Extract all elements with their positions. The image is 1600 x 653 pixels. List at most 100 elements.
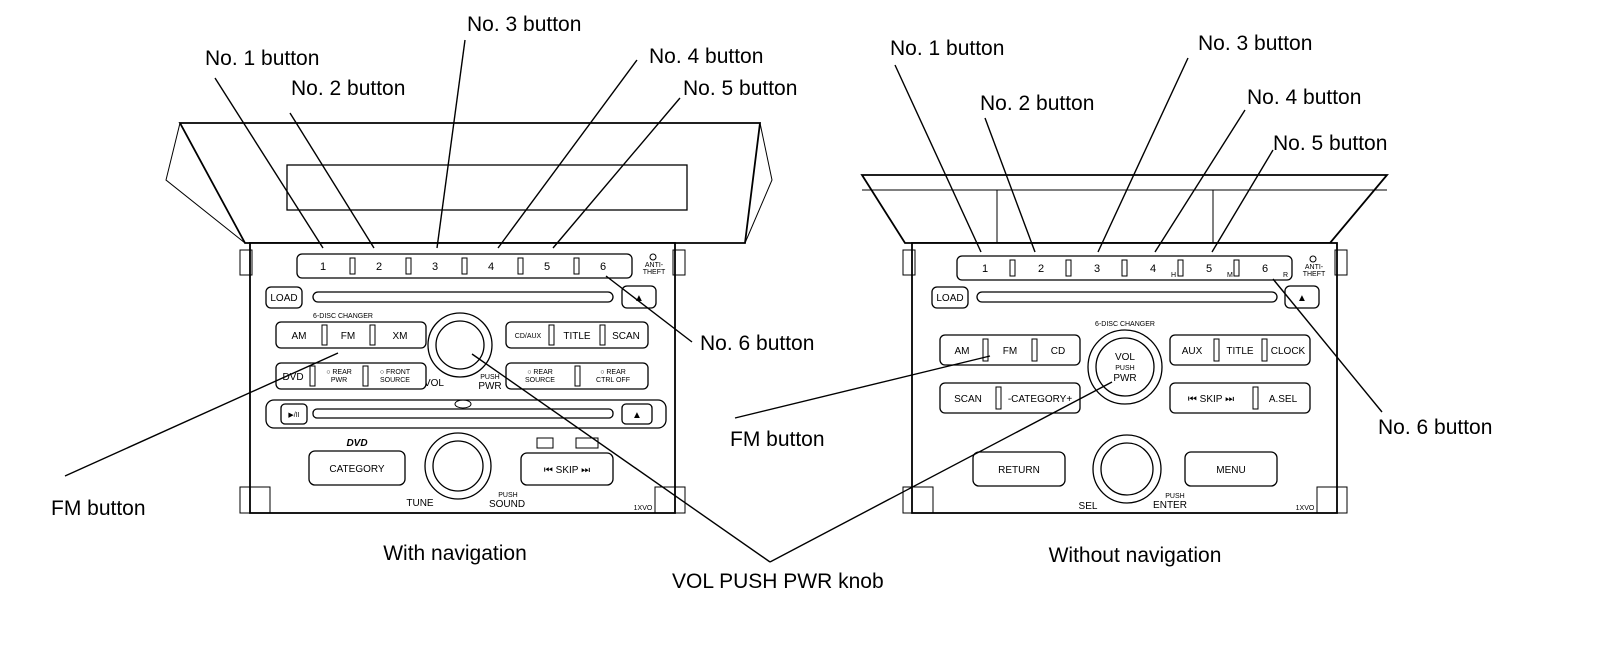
left-rear-source-button[interactable]: ○ REAR [527,369,553,376]
left-eject2-icon: ▲ [632,410,642,421]
left-disc-changer-label: 6-DISC CHANGER [313,313,373,320]
with-navigation-caption: With navigation [383,542,527,565]
left-xm-button[interactable]: XM [393,331,408,342]
right-push-label: PUSH [1115,365,1134,372]
left-am-fm-xm-group [275,321,427,349]
right-clock-button[interactable]: CLOCK [1271,346,1306,357]
left-dvd-button[interactable]: DVD [282,372,303,383]
right-preset-dividers [1009,259,1240,277]
right-am-button[interactable]: AM [955,346,970,357]
left-play-pause-button[interactable] [280,403,308,425]
left-no6-callout: No. 6 button [700,332,814,355]
left-preset-1[interactable]: 1 [320,261,326,273]
right-clip-l [902,249,916,276]
left-bezel-side-l [165,122,246,244]
vol-knob-callout: VOL PUSH PWR knob [672,570,884,593]
left-play-pause-icon: ▶/II [288,412,299,419]
left-cd-aux-button[interactable]: CD/AUX [515,333,542,340]
left-pwr-label: PWR [478,381,501,392]
right-asel-button[interactable]: A.SEL [1269,394,1298,405]
left-category-button[interactable] [308,450,406,486]
right-anti-theft-led [1309,255,1317,263]
left-fm-callout: FM button [51,497,146,520]
left-sound-label: SOUND [489,499,525,510]
right-disc-changer-label: 6-DISC CHANGER [1095,321,1155,328]
left-skip-button[interactable] [520,452,614,486]
right-skip-button[interactable]: ⏮ SKIP ⏭ [1188,394,1234,405]
right-preset-mark-m: M [1227,272,1233,279]
left-push-sound-label: PUSH [498,492,517,499]
right-title-button[interactable]: TITLE [1226,346,1254,357]
right-no5-callout: No. 5 button [1273,132,1387,155]
left-cd-title-scan-group [505,321,649,349]
left-preset-4[interactable]: 4 [488,261,494,273]
left-eject-icon: ▲ [634,293,644,304]
right-menu-label: MENU [1216,465,1245,476]
left-divider-a [321,324,328,346]
left-divider-e [309,365,316,387]
left-disc-slot [312,291,614,303]
right-eject-button[interactable] [1284,285,1320,309]
left-bezel-side-r [744,122,773,244]
right-preset-4[interactable]: 4 [1150,263,1156,275]
right-push-enter-label: PUSH [1165,493,1184,500]
left-no2-callout: No. 2 button [291,77,405,100]
right-am-fm-cd-group [939,334,1081,366]
right-disc-slot [976,291,1278,303]
left-load-button[interactable] [265,286,303,309]
left-rear-source-label-2: SOURCE [525,377,555,384]
left-tune-knob[interactable] [432,440,484,492]
right-return-label: RETURN [998,465,1040,476]
right-clip-r [1334,249,1348,276]
right-load-button[interactable] [931,286,969,309]
right-upper-bezel [860,174,1389,244]
right-fm-button[interactable]: FM [1003,346,1017,357]
right-cd-button[interactable]: CD [1051,346,1065,357]
right-no1-callout: No. 1 button [890,37,1004,60]
left-title-button[interactable]: TITLE [563,331,591,342]
right-menu-button[interactable] [1184,451,1278,487]
right-sel-knob[interactable] [1100,442,1154,496]
right-preset-1[interactable]: 1 [982,263,988,275]
right-sel-label: SEL [1079,501,1098,512]
left-fm-button[interactable]: FM [341,331,355,342]
left-preset-3[interactable]: 3 [432,261,438,273]
left-dvd-rear-group [275,362,427,390]
right-return-button[interactable] [972,451,1066,487]
left-preset-dividers [349,257,580,275]
left-preset-6[interactable]: 6 [600,261,606,273]
left-rear-pwr-button[interactable]: ○ REAR [326,369,352,376]
right-aux-button[interactable]: AUX [1182,346,1203,357]
left-no5-callout: No. 5 button [683,77,797,100]
left-anti-theft-label-2: THEFT [643,269,666,276]
left-preset-2[interactable]: 2 [376,261,382,273]
left-clip-l [239,249,253,276]
left-radio-unit: 1 2 3 4 5 6 ANTI- THEFT LOAD ▲ 6-DISC CH… [165,122,773,514]
right-pwr-label: PWR [1113,373,1136,384]
left-rear-ctrl-off-button[interactable]: ○ REAR [600,369,626,376]
right-vol-label: VOL [1115,352,1135,363]
left-logo-a [536,437,554,449]
right-model-code: 1XVO [1296,505,1315,512]
left-scan-button[interactable]: SCAN [612,331,640,342]
left-preset-5[interactable]: 5 [544,261,550,273]
right-scan-button[interactable]: SCAN [954,394,982,405]
left-vol-push-pwr-knob[interactable] [435,320,485,370]
right-preset-6[interactable]: 6 [1262,263,1268,275]
right-vol-push-pwr-knob[interactable] [1095,337,1155,397]
right-category-button[interactable]: -CATEGORY+ [1008,394,1073,405]
left-eject-button[interactable] [621,285,657,309]
left-dvd-slot [312,408,614,419]
right-preset-2[interactable]: 2 [1038,263,1044,275]
left-rear-ctrl-off-label-2: CTRL OFF [596,377,630,384]
right-divider-e [995,386,1002,410]
right-aux-title-clock-group [1169,334,1311,366]
right-preset-3[interactable]: 3 [1094,263,1100,275]
left-am-button[interactable]: AM [292,331,307,342]
right-preset-5[interactable]: 5 [1206,263,1212,275]
left-eject2-button[interactable] [621,403,653,425]
left-vol-label: VOL [424,378,444,389]
left-front-source-button[interactable]: ○ FRONT [380,369,411,376]
left-dvd-logo: DVD [346,438,367,449]
